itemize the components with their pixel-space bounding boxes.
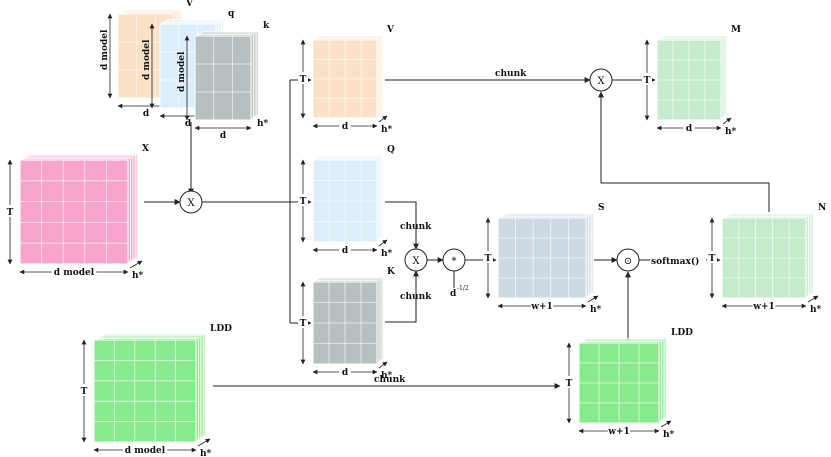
multiply-op-2-symbol: X <box>597 76 605 87</box>
tensor-ldd2-side-label: T <box>566 379 573 389</box>
tensor-v-depth-label: h* <box>381 125 393 135</box>
chunk-label-q: chunk <box>400 222 432 232</box>
tensor-ldd2-depth-label: h* <box>663 430 675 440</box>
tensor-wv-dim-label: d <box>143 109 150 119</box>
arrow-k-chunk <box>385 270 419 323</box>
tensor-ldd2: LDD Tw+1 h* <box>564 328 693 440</box>
tensor-x: X Td model h* <box>5 144 149 281</box>
scale-factor-label: d <box>450 289 457 299</box>
tensor-n-name: N <box>818 203 826 213</box>
tensor-wv-side-label: d model <box>100 29 110 70</box>
tensor-n-side-label: T <box>709 254 716 264</box>
tensor-q-side-label: T <box>300 197 307 207</box>
tensor-x-name: X <box>142 144 149 154</box>
tensor-wq-side-label: d model <box>142 39 152 80</box>
tensor-wk-dim-label: d <box>220 131 227 141</box>
tensor-k-bottom-label: d <box>342 368 349 378</box>
arrow-q-chunk <box>385 201 419 250</box>
tensor-wk-side-label: d model <box>177 51 187 92</box>
scale-op-symbol: * <box>452 256 457 267</box>
tensors: Vd model d h* q d model d k d model d h* X Td model… <box>5 0 826 457</box>
tensor-m-side-label: T <box>644 76 651 86</box>
tensor-m-bottom-label: d <box>686 124 693 134</box>
tensor-s: S Tw+1 h* <box>483 203 605 315</box>
tensor-k-side-label: T <box>300 319 307 329</box>
chunk-label-ldd: chunk <box>374 375 406 385</box>
tensor-wv-name: V <box>185 0 194 9</box>
tensor-v-side-label: T <box>300 75 307 85</box>
tensor-ldd1-depth-label: h* <box>200 449 212 457</box>
scale-op: * <box>442 248 466 272</box>
tensor-ldd1: LDD Td model h* <box>79 324 232 457</box>
tensor-ldd2-bottom-label: w+1 <box>607 427 630 437</box>
tensor-wk: k d model d h* <box>177 21 270 141</box>
tensor-ldd1-name: LDD <box>210 324 232 334</box>
tensor-m: M Td h* <box>642 25 741 137</box>
tensor-k-name: K <box>387 267 396 277</box>
tensor-s-depth-label: h* <box>590 305 602 315</box>
tensor-x-bottom-label: d model <box>54 268 95 278</box>
softmax-label: softmax() <box>651 256 699 267</box>
chunk-label-k: chunk <box>400 292 432 302</box>
operation-labels: chunk chunk chunk chunk softmax() d -1/2 <box>374 69 699 385</box>
tensor-s-name: S <box>598 203 605 213</box>
tensor-n: N Tw+1 h* <box>707 203 826 315</box>
scale-factor-exponent: -1/2 <box>457 285 469 292</box>
tensor-wq-dim-label: d <box>185 119 192 129</box>
tensor-wk-name: k <box>263 21 270 31</box>
tensor-q-bottom-label: d <box>342 246 349 256</box>
hadamard-op: ⊙ <box>616 248 640 272</box>
multiply-op-1: X <box>179 190 203 214</box>
tensor-n-depth-label: h* <box>810 305 822 315</box>
tensor-m-depth-label: h* <box>725 127 737 137</box>
tensor-k: K Td h* <box>298 267 396 381</box>
tensor-s-bottom-label: w+1 <box>530 302 553 312</box>
tensor-v-name: V <box>386 25 395 35</box>
tensor-x-side-label: T <box>7 208 14 218</box>
chunk-label-v: chunk <box>495 69 527 79</box>
arrow-n-to-mul <box>598 91 770 212</box>
tensor-s-side-label: T <box>485 254 492 264</box>
tensor-wq-name: q <box>228 9 235 19</box>
multiply-op-3-symbol: X <box>412 256 420 267</box>
tensor-q-name: Q <box>387 145 395 155</box>
tensor-ldd1-bottom-label: d model <box>125 446 166 456</box>
tensor-k-depth-label: h* <box>381 371 393 381</box>
multiply-op-2: X <box>589 68 613 92</box>
tensor-ldd1-side-label: T <box>81 387 88 397</box>
tensor-v-bottom-label: d <box>342 122 349 132</box>
tensor-n-bottom-label: w+1 <box>752 302 775 312</box>
multiply-op-1-symbol: X <box>187 198 195 209</box>
tensor-q: Q Td h* <box>298 145 395 259</box>
tensor-q-depth-label: h* <box>381 249 393 259</box>
operators: X X X * ⊙ <box>179 68 640 272</box>
tensor-x-depth-label: h* <box>132 271 144 281</box>
multiply-op-3: X <box>404 248 428 272</box>
tensor-v: V Td h* <box>298 25 395 135</box>
tensor-m-name: M <box>731 25 741 35</box>
connection-lines <box>144 77 770 389</box>
tensor-ldd2-name: LDD <box>671 328 693 338</box>
tensor-wk-depth-label: h* <box>257 119 269 129</box>
hadamard-op-symbol: ⊙ <box>624 256 632 267</box>
